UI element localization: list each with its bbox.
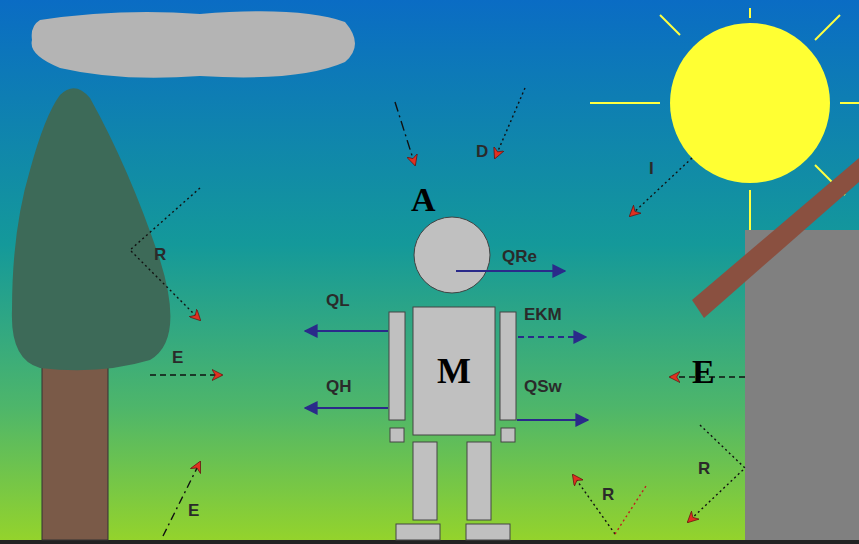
flux-label: R (154, 246, 166, 263)
tree-crown (12, 88, 171, 370)
flux-label: E (172, 349, 183, 366)
flux-label: I (649, 160, 654, 177)
house-roof (692, 158, 859, 318)
ground-line (0, 540, 859, 544)
flux-label: QH (326, 378, 352, 395)
node-label: M (437, 353, 471, 389)
flux-label: E (188, 502, 199, 519)
flux-arrows (305, 271, 588, 420)
flux-label: EKM (524, 306, 562, 323)
flux-label: E (692, 355, 715, 389)
person (389, 217, 516, 540)
radiation-rays (130, 88, 745, 536)
flux-label: D (476, 143, 488, 160)
flux-label: QSw (524, 378, 562, 395)
flux-label: R (698, 460, 710, 477)
sun (670, 23, 830, 183)
cloud (32, 11, 355, 77)
tree-trunk (42, 345, 108, 540)
flux-label: QRe (502, 248, 537, 265)
flux-label: QL (326, 292, 350, 309)
flux-label: R (602, 486, 614, 503)
house-wall (745, 230, 859, 540)
body-box: M (413, 307, 495, 435)
flux-label: A (411, 183, 436, 217)
